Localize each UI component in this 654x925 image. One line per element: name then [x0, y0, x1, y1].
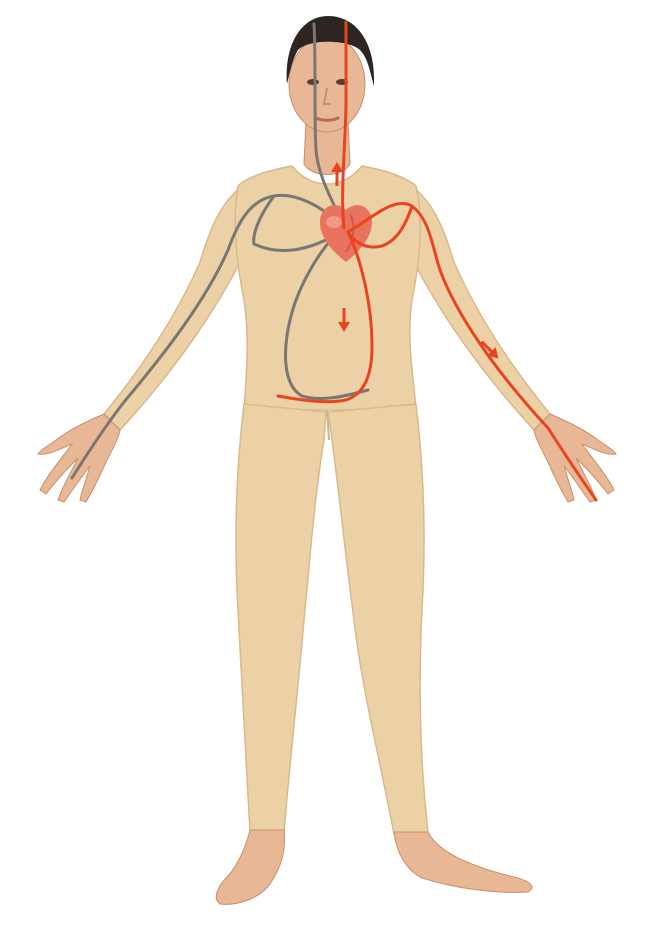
right-hand: [38, 414, 120, 502]
right-leg: [236, 404, 326, 832]
right-foot: [216, 830, 284, 904]
human-figure: [38, 16, 616, 904]
left-foot: [394, 832, 532, 892]
right-eye: [307, 79, 319, 85]
torso: [235, 166, 420, 410]
left-leg: [328, 404, 428, 834]
face: [289, 36, 365, 132]
